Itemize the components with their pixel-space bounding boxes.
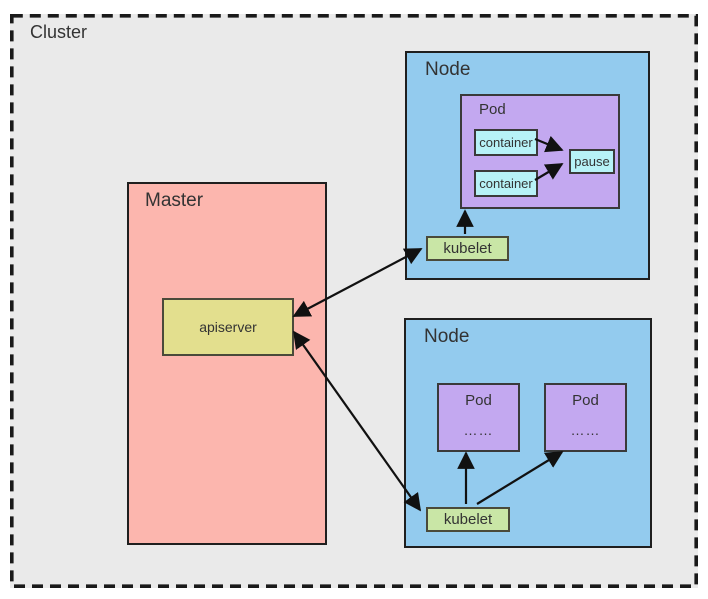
master-label: Master: [145, 190, 204, 211]
cluster-label: Cluster: [30, 22, 88, 42]
pod-bottom-left-ellipsis: ……: [463, 422, 494, 438]
pause-box: pause: [569, 149, 615, 174]
node-bottom-label: Node: [424, 326, 470, 347]
kubelet-bottom-box: kubelet: [426, 507, 510, 532]
kubelet-top-box: kubelet: [426, 236, 509, 261]
pod-bottom-left-label: Pod: [465, 392, 492, 409]
container-box-2: container: [474, 170, 538, 197]
pod-top-label: Pod: [479, 101, 506, 118]
node-bottom-box: Node Pod …… Pod …… kubelet: [404, 318, 652, 548]
node-top-box: Node Pod container container pause kubel…: [405, 51, 650, 280]
pod-bottom-right-ellipsis: ……: [570, 422, 601, 438]
pod-bottom-left-box: Pod ……: [437, 383, 520, 452]
pod-top-box: Pod container container pause: [460, 94, 620, 209]
container-box-1: container: [474, 129, 538, 156]
master-box: Master apiserver: [127, 182, 327, 545]
apiserver-box: apiserver: [162, 298, 294, 356]
pod-bottom-right-box: Pod ……: [544, 383, 627, 452]
node-top-label: Node: [425, 59, 471, 80]
pod-bottom-right-label: Pod: [572, 392, 599, 409]
